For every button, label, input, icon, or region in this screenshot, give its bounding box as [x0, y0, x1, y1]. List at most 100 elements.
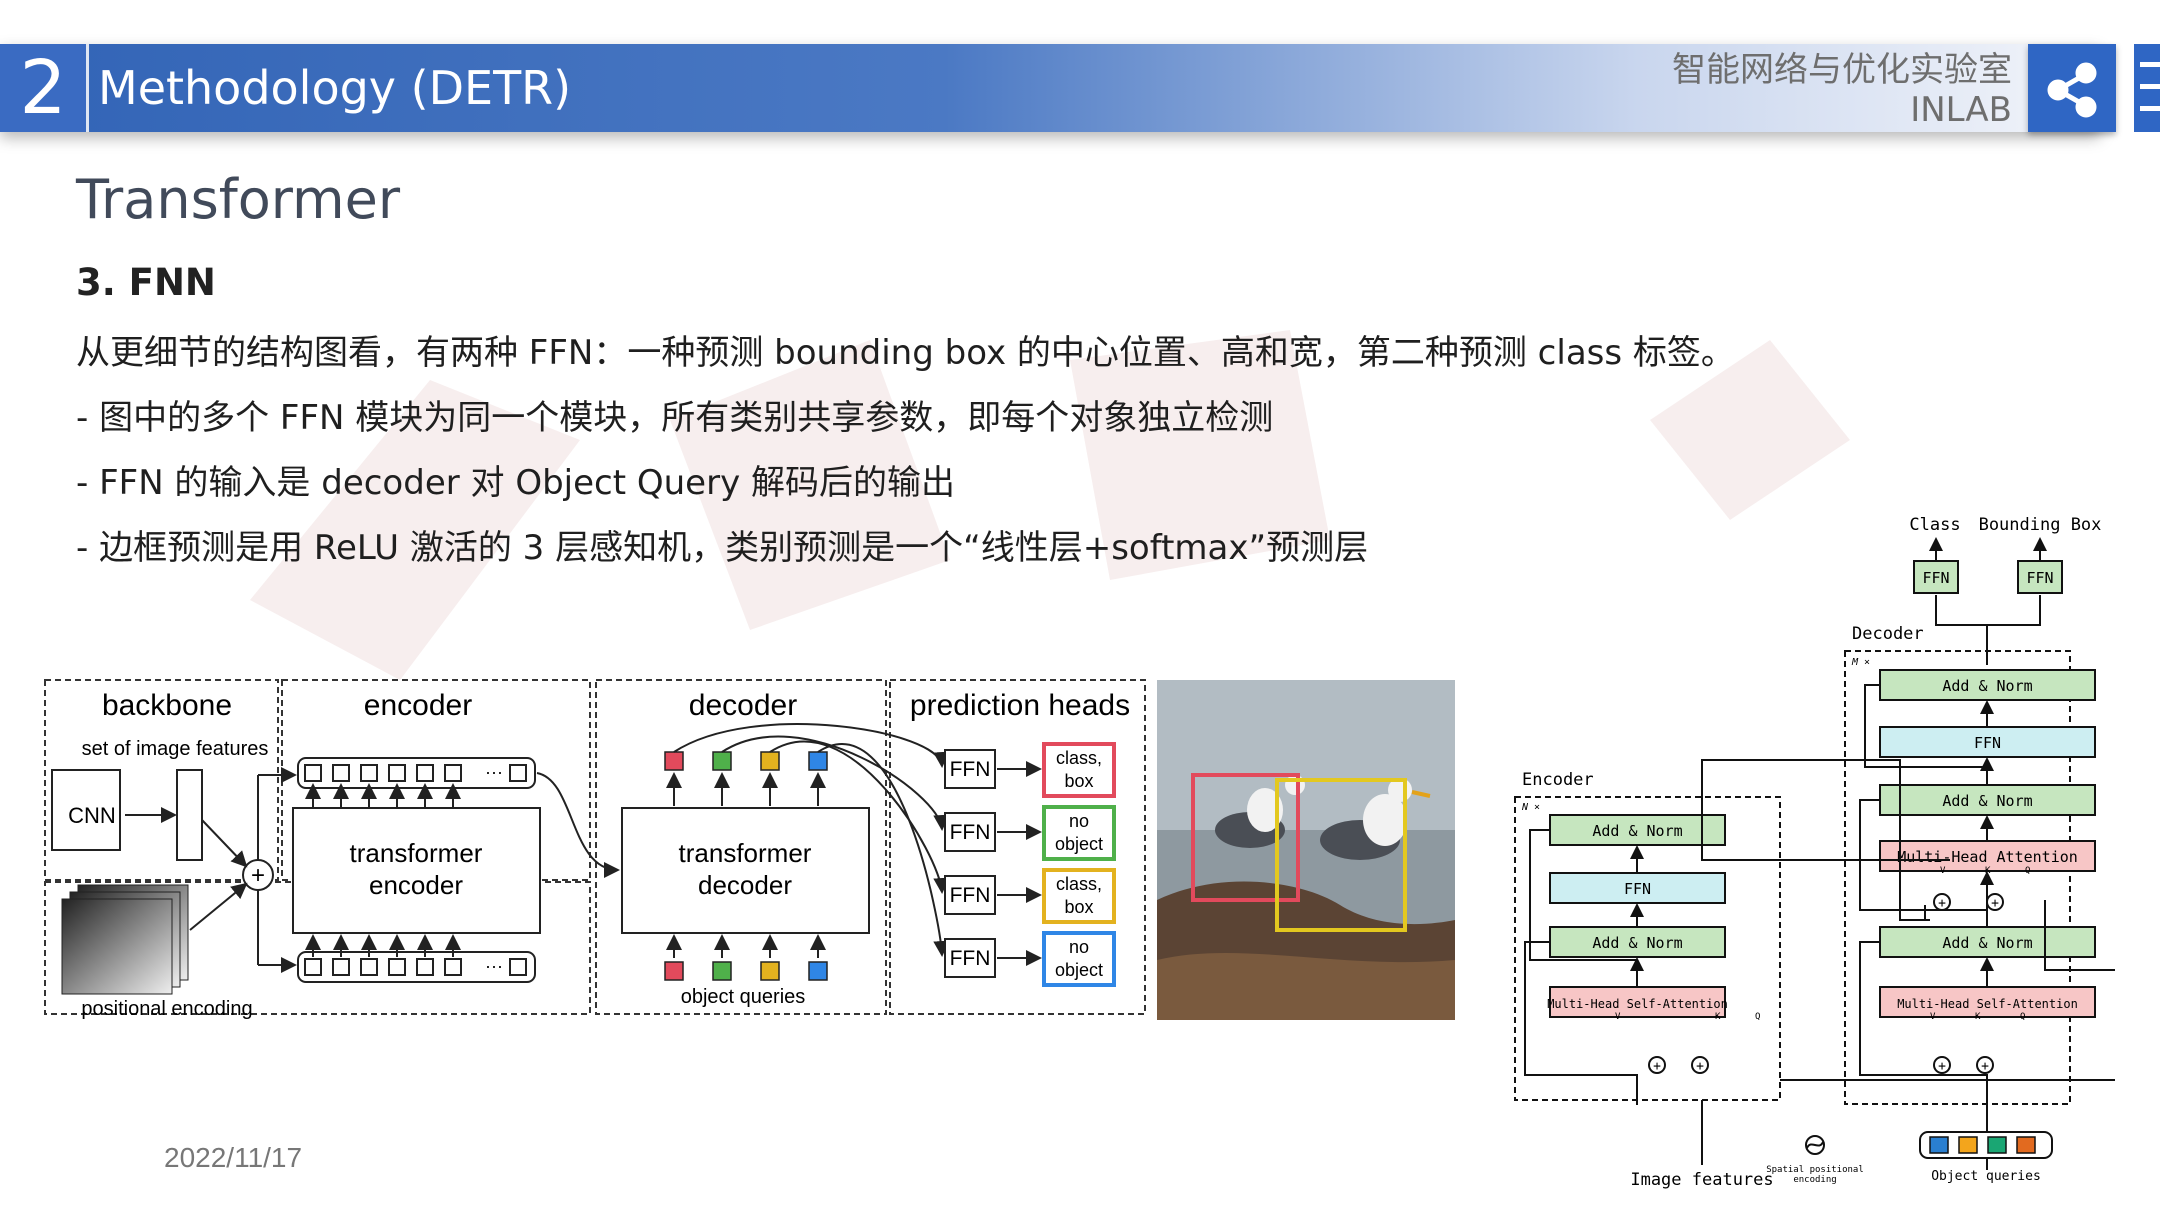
- encoder-add-norm-top-label: Add & Norm: [1592, 822, 1682, 840]
- cnn-block: [51, 769, 121, 851]
- transformer-decoder-block: [621, 807, 870, 934]
- prediction-output-box: [1042, 805, 1116, 861]
- transformer-decoder-line1: transformer: [679, 838, 812, 868]
- encoder-output-token: [304, 958, 322, 976]
- section-number: 2: [0, 44, 89, 132]
- object-query-token: [808, 961, 828, 981]
- encoder-output-token: [332, 958, 350, 976]
- encoder-ffn: [1549, 872, 1726, 904]
- body-line-3: - FFN 的输入是 decoder 对 Object Query 解码后的输出: [76, 463, 956, 503]
- share-icon: [2047, 62, 2097, 118]
- background-watermark: [250, 330, 1850, 680]
- bounding-box-label: Bounding Box: [1979, 515, 2102, 535]
- prediction-output-line1: class,: [1056, 874, 1102, 894]
- encoder-input-token: [444, 764, 462, 782]
- transformer-encoder-line2: encoder: [369, 870, 463, 900]
- attention-input-label: K: [1715, 1012, 1721, 1022]
- attention-input-label: K: [1975, 1012, 1981, 1022]
- object-query-token: [664, 961, 684, 981]
- box-ffn-label: FFN: [2026, 569, 2053, 587]
- decoder-output-query: [712, 751, 732, 771]
- subheading: 3. FNN: [76, 261, 216, 304]
- arch-add-node: [1648, 1056, 1666, 1074]
- encoder-title: Encoder: [1522, 770, 1594, 790]
- object-query-token: [760, 961, 780, 981]
- decoder-label: decoder: [689, 689, 797, 722]
- arch-add-node-symbol: +: [1938, 896, 1946, 911]
- encoder-self-attention: [1549, 986, 1726, 1018]
- decoder-self-attention-label: Multi-Head Self-Attention: [1897, 997, 2078, 1011]
- body-line-2: - 图中的多个 FFN 模块为同一个模块，所有类别共享参数，即每个对象独立检测: [76, 398, 1274, 438]
- prediction-output-line1: no: [1069, 937, 1089, 957]
- decoder-ffn-label: FFN: [1974, 734, 2001, 752]
- object-query-token: [2016, 1136, 2036, 1154]
- decoder-title: Decoder: [1852, 624, 1924, 644]
- prediction-ffn-label: FFN: [950, 884, 991, 907]
- architecture-query-tokens: [1929, 1136, 2036, 1154]
- spatial-encoding-line2: encoding: [1793, 1175, 1836, 1185]
- feature-map: [176, 769, 203, 861]
- prediction-output-box: [1042, 931, 1116, 987]
- encoder-ffn-label: FFN: [1624, 880, 1651, 898]
- class-label: Class: [1909, 515, 1960, 535]
- encoder-add-norm-bottom-label: Add & Norm: [1592, 934, 1682, 952]
- share-button[interactable]: [2028, 44, 2116, 132]
- encoder-last-token: [509, 764, 527, 782]
- encoder-self-attention-label: Multi-Head Self-Attention: [1547, 997, 1728, 1011]
- prediction-ffn-label: FFN: [950, 947, 991, 970]
- encoder-add-norm-top: [1549, 814, 1726, 846]
- arch-add-node-symbol: +: [1696, 1059, 1704, 1074]
- arch-add-node: [1933, 1056, 1951, 1074]
- attention-input-label: V: [1615, 1012, 1621, 1022]
- encoder-input-token: [360, 764, 378, 782]
- seagull-photo: [1157, 680, 1455, 1020]
- prediction-ffn-label: FFN: [950, 758, 991, 781]
- prediction-output-line1: class,: [1056, 748, 1102, 768]
- positional-encoding-stack: [61, 884, 189, 995]
- class-ffn: [1913, 560, 1959, 594]
- lab-name-cn: 智能网络与优化实验室: [1672, 50, 2012, 90]
- slide-heading: Transformer: [76, 168, 401, 231]
- transformer-encoder-block: [292, 807, 541, 934]
- menu-icon[interactable]: [2134, 44, 2160, 132]
- detr-architecture-figure: Class Bounding Box FFN FFN Decoder M × E…: [1514, 515, 2115, 1190]
- arch-add-node: [1986, 893, 2004, 911]
- arch-add-node-symbol: +: [1981, 1059, 1989, 1074]
- backbone-label: backbone: [102, 689, 232, 722]
- lab-name: 智能网络与优化实验室 INLAB: [1672, 50, 2012, 130]
- lab-name-en: INLAB: [1910, 90, 2012, 130]
- arch-add-node-symbol: +: [1938, 1059, 1946, 1074]
- encoder-output-token: [388, 958, 406, 976]
- decoder-queries: [664, 751, 828, 981]
- prediction-output-line2: box: [1064, 897, 1093, 917]
- decoder-cross-attention-label: Multi-Head Attention: [1897, 848, 2078, 866]
- add-node-symbol: +: [251, 862, 265, 889]
- attention-input-label: V: [1930, 1012, 1936, 1022]
- transformer-encoder-line1: transformer: [350, 838, 483, 868]
- decoder-add-norm-2-label: Add & Norm: [1942, 792, 2032, 810]
- encoder-container: [1514, 796, 1781, 1101]
- bounding-box-yellow: [1275, 778, 1407, 932]
- decoder-repeat: M ×: [1851, 657, 1870, 668]
- encoder-output-token: [416, 958, 434, 976]
- token-ellipsis: ···: [485, 956, 503, 976]
- cnn-label: CNN: [68, 803, 116, 828]
- arch-add-node-symbol: +: [1991, 896, 1999, 911]
- decoder-container: [1844, 650, 2071, 1105]
- attention-input-label: V: [1940, 866, 1946, 876]
- encoder-label: encoder: [364, 689, 472, 722]
- encoder-output-token: [444, 958, 462, 976]
- prediction-ffn-label: FFN: [950, 821, 991, 844]
- prediction-output-line1: no: [1069, 811, 1089, 831]
- section-title: Methodology (DETR): [98, 61, 572, 115]
- encoder-tokens: ······: [304, 762, 527, 976]
- attention-input-label: Q: [1755, 1012, 1760, 1022]
- encoder-repeat: N ×: [1521, 802, 1540, 813]
- encoder-add-norm-bottom: [1549, 926, 1726, 958]
- prediction-output-line2: object: [1055, 834, 1103, 854]
- prediction-output-line2: box: [1064, 771, 1093, 791]
- arch-add-node-symbol: +: [1653, 1059, 1661, 1074]
- footer-date: 2022/11/17: [164, 1142, 303, 1173]
- transformer-decoder-line2: decoder: [698, 870, 792, 900]
